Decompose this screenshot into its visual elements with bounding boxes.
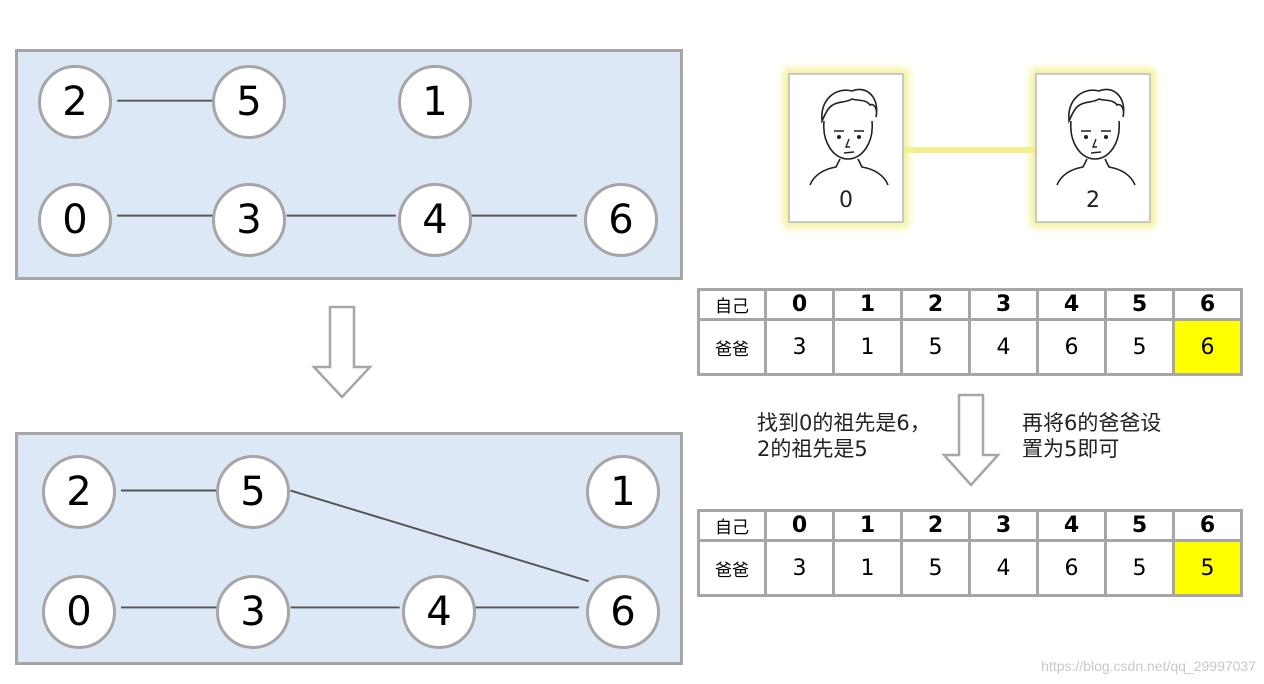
watermark: https://blog.csdn.net/qq_29997037 [1041,658,1256,674]
graph-after-edges [121,489,589,609]
parent-cell-1: 1 [832,539,903,597]
table-row-parent: 爸爸 3 1 5 4 6 5 5 [697,539,1243,597]
person-face-icon [1056,88,1136,186]
node-2: 2 [42,455,116,529]
parent-table-before: 自己 0 1 2 3 4 5 6 爸爸 3 1 5 4 6 5 6 [697,288,1243,376]
row-label-self: 自己 [697,288,767,321]
person-card-left: 0 [788,73,904,223]
parent-cell-1: 1 [832,318,903,376]
self-cell-4: 4 [1036,288,1107,321]
node-4: 4 [398,183,472,257]
parent-cell-6-highlighted: 5 [1172,539,1243,597]
parent-cell-6-highlighted: 6 [1172,318,1243,376]
node-5: 5 [216,455,290,529]
graph-before-edges [117,99,577,217]
note-right: 再将6的爸爸设 置为5即可 [1022,411,1162,461]
row-label-self: 自己 [697,509,767,542]
parent-cell-4: 6 [1036,318,1107,376]
self-cell-6: 6 [1172,509,1243,542]
person-card-right: 2 [1035,73,1151,223]
parent-cell-0: 3 [764,539,835,597]
note-left: 找到0的祖先是6， 2的祖先是5 [757,411,931,461]
node-0: 0 [42,575,116,649]
row-label-parent: 爸爸 [697,318,767,376]
node-2: 2 [38,65,112,139]
node-4: 4 [402,575,476,649]
parent-cell-5: 5 [1104,539,1175,597]
node-3: 3 [212,183,286,257]
person-label-right: 2 [1086,188,1100,213]
self-cell-3: 3 [968,288,1039,321]
self-cell-0: 0 [764,288,835,321]
person-label-left: 0 [839,188,853,213]
parent-cell-0: 3 [764,318,835,376]
graph-after: 2 5 1 0 3 4 6 [15,432,683,665]
graph-before: 2 5 1 0 3 4 6 [15,49,683,280]
table-row-self: 自己 0 1 2 3 4 5 6 [697,288,1243,321]
node-6: 6 [586,575,660,649]
parent-cell-3: 4 [968,318,1039,376]
parent-cell-5: 5 [1104,318,1175,376]
self-cell-5: 5 [1104,288,1175,321]
node-1: 1 [398,65,472,139]
self-cell-1: 1 [832,509,903,542]
row-label-parent: 爸爸 [697,539,767,597]
table-row-parent: 爸爸 3 1 5 4 6 5 6 [697,318,1243,376]
self-cell-4: 4 [1036,509,1107,542]
down-arrow-icon [941,393,1001,487]
node-5: 5 [212,65,286,139]
self-cell-1: 1 [832,288,903,321]
self-cell-2: 2 [900,288,971,321]
parent-cell-2: 5 [900,539,971,597]
node-1: 1 [586,455,660,529]
edge-5-6 [290,489,589,583]
node-0: 0 [38,183,112,257]
person-face-icon [809,88,889,186]
parent-table-after: 自己 0 1 2 3 4 5 6 爸爸 3 1 5 4 6 5 5 [697,509,1243,597]
node-3: 3 [216,575,290,649]
parent-cell-4: 6 [1036,539,1107,597]
node-6: 6 [584,183,658,257]
table-row-self: 自己 0 1 2 3 4 5 6 [697,509,1243,542]
down-arrow-icon [311,305,373,399]
self-cell-5: 5 [1104,509,1175,542]
self-cell-3: 3 [968,509,1039,542]
parent-cell-3: 4 [968,539,1039,597]
person-link [904,147,1038,153]
self-cell-6: 6 [1172,288,1243,321]
self-cell-0: 0 [764,509,835,542]
self-cell-2: 2 [900,509,971,542]
parent-cell-2: 5 [900,318,971,376]
